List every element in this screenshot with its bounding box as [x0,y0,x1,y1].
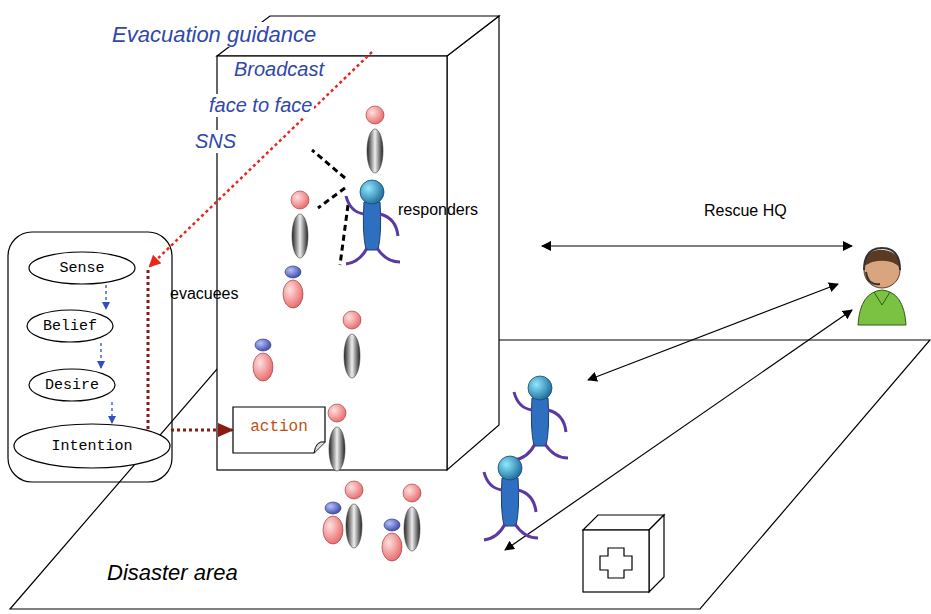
bdi-ellipse: Desire [28,368,116,402]
evacuee [345,481,363,548]
responder [346,180,400,264]
channel-label: face to face [207,94,314,117]
first-aid-box [583,515,664,592]
area-label: Disaster area [107,560,238,585]
bdi-container [8,232,172,482]
responder [514,376,568,460]
evacuee [291,191,309,258]
flow-arrow [111,402,112,423]
node-text: Sense [59,260,104,277]
comm-line [312,150,348,265]
bdi-ellipse: Intention [13,423,171,469]
child-evacuee [382,519,402,561]
node-text: action [250,418,308,436]
evacuee [328,404,346,471]
building [217,16,499,470]
hq-link [505,246,852,550]
guidance-title: Evacuation guidance [110,22,318,47]
evacuee [403,484,421,551]
node-text: Desire [45,377,99,394]
bdi-ellipse: Belief [26,309,114,343]
child-evacuee [253,339,273,381]
group-label: responders [398,201,478,219]
hq-label: Rescue HQ [704,202,787,220]
intent-path [147,270,150,430]
evacuee [366,106,384,173]
responder [484,456,538,540]
node-text: Intention [51,438,132,455]
evacuee [343,311,361,378]
node-text: Belief [43,318,97,335]
bdi-ellipse: Sense [28,251,136,285]
action-document: action [232,406,326,454]
flow-arrow [105,285,106,309]
channel-label: Broadcast [232,58,326,81]
child-evacuee [283,266,303,308]
guidance-arrow [150,52,372,266]
hq-operator [858,248,906,325]
flow-arrow [100,343,101,368]
channel-label: SNS [193,130,238,153]
child-evacuee [323,502,343,544]
group-label: evacuees [170,285,239,303]
flow-arrow [171,429,232,432]
